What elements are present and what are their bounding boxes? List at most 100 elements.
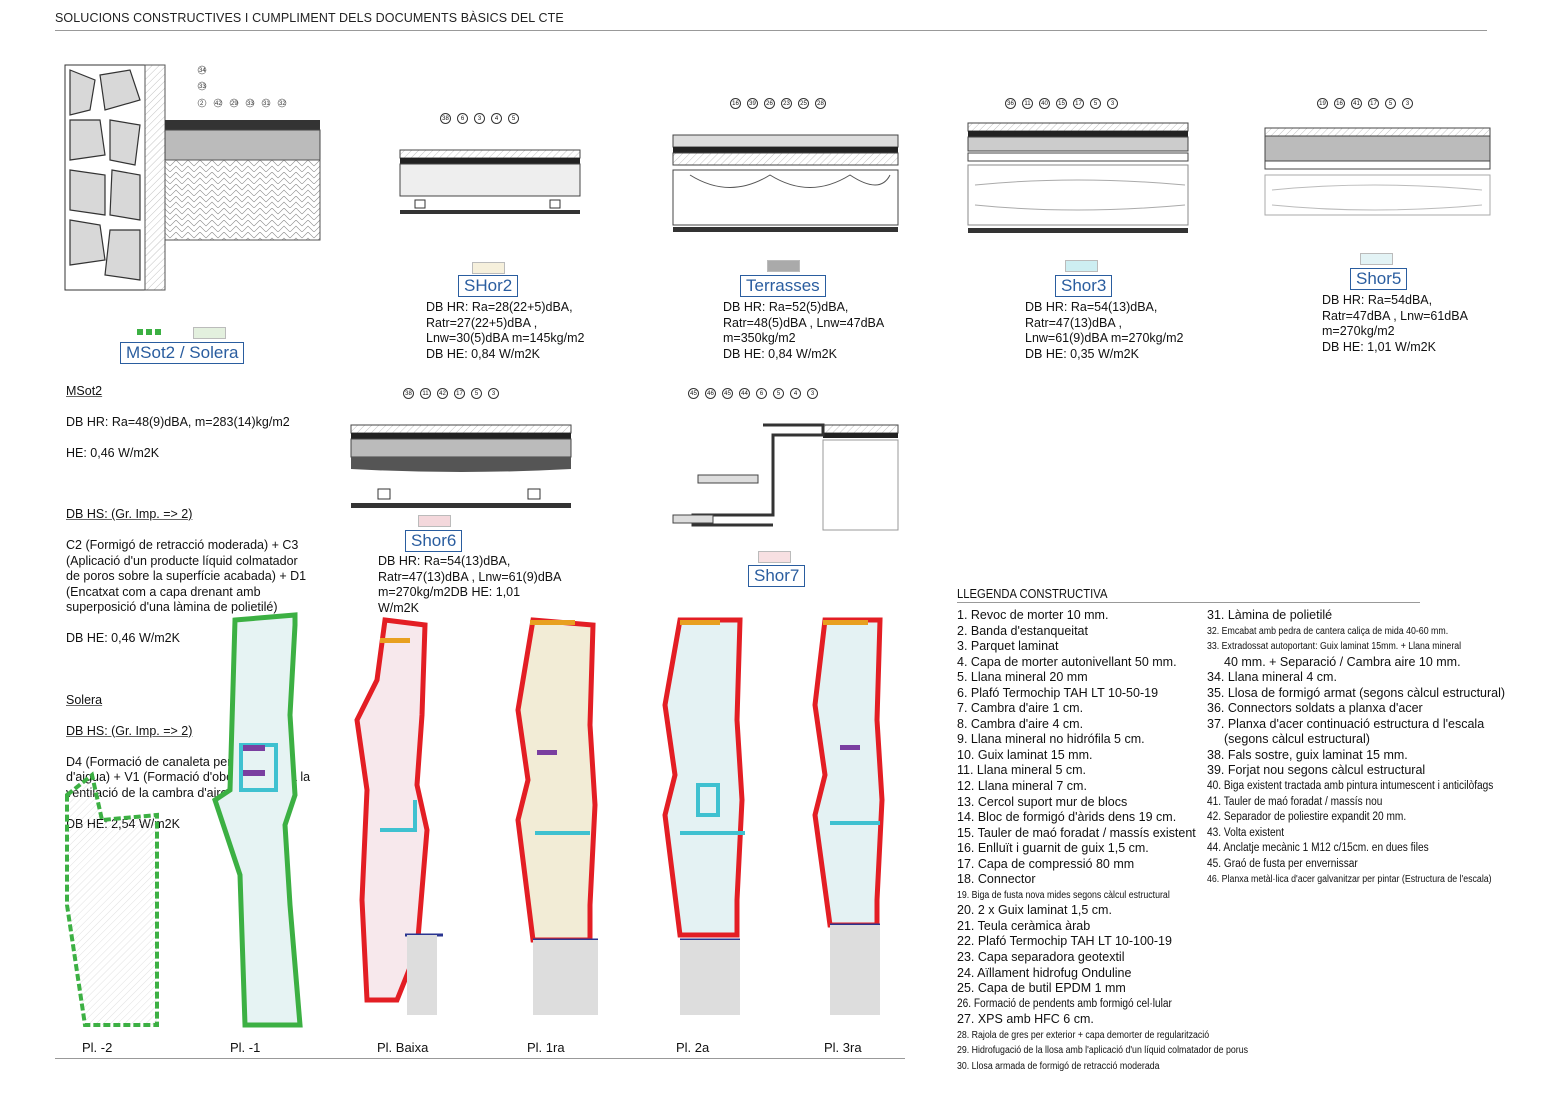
callout-marker: 17 bbox=[1368, 98, 1379, 109]
terrasses-section-drawing bbox=[672, 134, 899, 232]
legend-item: 41. Tauler de maó foradat / massís nou bbox=[1207, 795, 1383, 808]
shor7-section-drawing bbox=[672, 423, 899, 531]
floor-plan-pl-3ra bbox=[812, 617, 885, 1015]
divider bbox=[55, 1058, 905, 1059]
callout: 2 bbox=[200, 101, 204, 107]
solera-hs-heading: DB HS: (Gr. Imp. => 2) bbox=[66, 723, 193, 738]
shor3-swatch bbox=[1065, 260, 1098, 272]
callout-marker: 39 bbox=[747, 98, 758, 109]
legend-item: 12. Llana mineral 7 cm. bbox=[957, 779, 1087, 794]
floor-plan-pl-baixa bbox=[354, 617, 443, 1015]
legend-item: 5. Llana mineral 20 mm bbox=[957, 670, 1088, 685]
shor6-swatch bbox=[418, 515, 451, 527]
legend-column-2: 31. Làmina de polietilé 32. Emcabat amb … bbox=[1207, 608, 1532, 888]
legend-item: 35. Llosa de formigó armat (segons càlcu… bbox=[1207, 685, 1506, 700]
callout: 29 bbox=[231, 101, 238, 107]
legend-item: 9. Llana mineral no hidrófila 5 cm. bbox=[957, 732, 1145, 747]
callout-marker: 5 bbox=[508, 113, 519, 124]
shor5-label: Shor5 bbox=[1350, 268, 1408, 290]
floor-plan-pl-1ra bbox=[515, 617, 598, 1015]
shor5-specs: DB HR: Ra=54dBA, Ratr=47dBA , Lnw=61dBA … bbox=[1322, 293, 1468, 354]
shor6-specs: DB HR: Ra=54(13)dBA, Ratr=47(13)dBA , Ln… bbox=[378, 554, 562, 615]
callout-marker: 3 bbox=[1107, 98, 1118, 109]
floor-plan-pl-minus-2 bbox=[65, 771, 159, 1027]
legend-item: 45. Graó de fusta per envernissar bbox=[1207, 857, 1358, 870]
callout-marker: 45 bbox=[688, 388, 699, 399]
shor2-swatch bbox=[472, 262, 505, 274]
shor7-label: Shor7 bbox=[748, 565, 806, 587]
legend-item: 28. Rajola de gres per exterior + capa d… bbox=[957, 1029, 1210, 1041]
legend-title: LLEGENDA CONSTRUCTIVA bbox=[957, 587, 1108, 601]
shor2-specs: DB HR: Ra=28(22+5)dBA, Ratr=27(22+5)dBA … bbox=[426, 300, 585, 361]
callout-marker: 5 bbox=[1385, 98, 1396, 109]
callout-marker: 44 bbox=[739, 388, 750, 399]
floor-plan-pl-minus-1 bbox=[212, 612, 303, 1028]
legend-item: 13. Cercol suport mur de blocs bbox=[957, 794, 1128, 809]
msot2-heading: MSot2 bbox=[66, 383, 103, 398]
callout-marker: 4 bbox=[790, 388, 801, 399]
legend-item: 14. Bloc de formigó d'àrids dens 19 cm. bbox=[957, 810, 1177, 825]
callout-marker: 5 bbox=[471, 388, 482, 399]
solera-heading: Solera bbox=[66, 692, 103, 707]
callout-marker: 38 bbox=[403, 388, 414, 399]
shor6-section-drawing bbox=[350, 424, 572, 508]
msot2-hs-heading: DB HS: (Gr. Imp. => 2) bbox=[66, 507, 193, 521]
legend-item: 46. Planxa metàl·lica d'acer galvanitzar… bbox=[1207, 874, 1492, 886]
callout-marker: 17 bbox=[1073, 98, 1084, 109]
callout-marker: 6 bbox=[457, 113, 468, 124]
legend-item: 24. Aïllament hidrofug Onduline bbox=[957, 965, 1132, 980]
legend-item: 1. Revoc de morter 10 mm. bbox=[957, 608, 1109, 622]
callout-marker: 41 bbox=[1351, 98, 1362, 109]
solera-swatch bbox=[193, 327, 226, 339]
legend-item: 27. XPS amb HFC 6 cm. bbox=[957, 1012, 1094, 1027]
legend-item: 8. Cambra d'aire 4 cm. bbox=[957, 716, 1084, 731]
callout-marker: 26 bbox=[764, 98, 775, 109]
legend-item: 37. Planxa d'acer continuació estructura… bbox=[1207, 716, 1485, 731]
shor7-swatch bbox=[758, 551, 791, 563]
legend-item: 36. Connectors soldats a planxa d'acer bbox=[1207, 701, 1423, 716]
terrasses-label: Terrasses bbox=[740, 275, 826, 297]
legend-item: 4. Capa de morter autonivellant 50 mm. bbox=[957, 654, 1177, 669]
callout: 42 bbox=[215, 101, 222, 107]
plan-label-pl-minus-1: Pl. -1 bbox=[230, 1040, 261, 1055]
callout: 33 bbox=[199, 84, 206, 90]
callout-marker: 28 bbox=[815, 98, 826, 109]
callout-marker: 11 bbox=[1022, 98, 1033, 109]
legend-item: 34. Llana mineral 4 cm. bbox=[1207, 670, 1337, 685]
legend-item: 42. Separador de poliestire expandit 20 … bbox=[1207, 811, 1407, 824]
legend-item: 43. Volta existent bbox=[1207, 826, 1285, 839]
legend-item: 21. Teula ceràmica àrab bbox=[957, 918, 1091, 933]
shor2-label: SHor2 bbox=[458, 275, 519, 297]
plan-label-pl-1ra: Pl. 1ra bbox=[527, 1040, 565, 1055]
msot2-he: HE: 0,46 W/m2K bbox=[66, 445, 160, 460]
msot2-hs-he: DB HE: 0,46 W/m2K bbox=[66, 631, 180, 645]
legend-item: 33. Extradossat autoportant: Guix lamina… bbox=[1207, 641, 1462, 653]
terrasses-specs: DB HR: Ra=52(5)dBA, Ratr=48(5)dBA , Lnw=… bbox=[723, 300, 885, 361]
callout-marker: 46 bbox=[705, 388, 716, 399]
callout-marker: 11 bbox=[420, 388, 431, 399]
shor3-section-drawing bbox=[967, 122, 1189, 233]
terrasses-swatch bbox=[767, 260, 800, 272]
shor2-section-drawing bbox=[399, 149, 581, 214]
legend-item: 11. Llana mineral 5 cm. bbox=[957, 763, 1086, 778]
legend-item: 38. Fals sostre, guix laminat 15 mm. bbox=[1207, 747, 1408, 762]
callout-marker: 40 bbox=[1039, 98, 1050, 109]
callout-marker: 5 bbox=[773, 388, 784, 399]
legend-item: 22. Plafó Termochip TAH LT 10-100-19 bbox=[957, 934, 1172, 949]
callout-marker: 3 bbox=[474, 113, 485, 124]
plan-label-pl-2a: Pl. 2a bbox=[676, 1040, 710, 1055]
callout: 31 bbox=[263, 101, 270, 107]
callout-marker: 5 bbox=[1090, 98, 1101, 109]
callout: 34 bbox=[199, 68, 206, 74]
legend-item: 44. Anclatje mecànic 1 M12 c/15cm. en du… bbox=[1207, 842, 1429, 855]
legend-item: (segons càlcul estructural) bbox=[1224, 732, 1370, 747]
callout-marker: 23 bbox=[781, 98, 792, 109]
legend-item: 20. 2 x Guix laminat 1,5 cm. bbox=[957, 903, 1112, 918]
callout: 33 bbox=[247, 101, 254, 107]
divider bbox=[957, 602, 1420, 603]
callout-marker: 25 bbox=[798, 98, 809, 109]
callout-marker: 3 bbox=[1402, 98, 1413, 109]
callout: 32 bbox=[279, 101, 286, 107]
legend-item: 15. Tauler de maó foradat / massís exist… bbox=[957, 825, 1196, 840]
msot2-solera-label: MSot2 / Solera bbox=[120, 342, 245, 364]
